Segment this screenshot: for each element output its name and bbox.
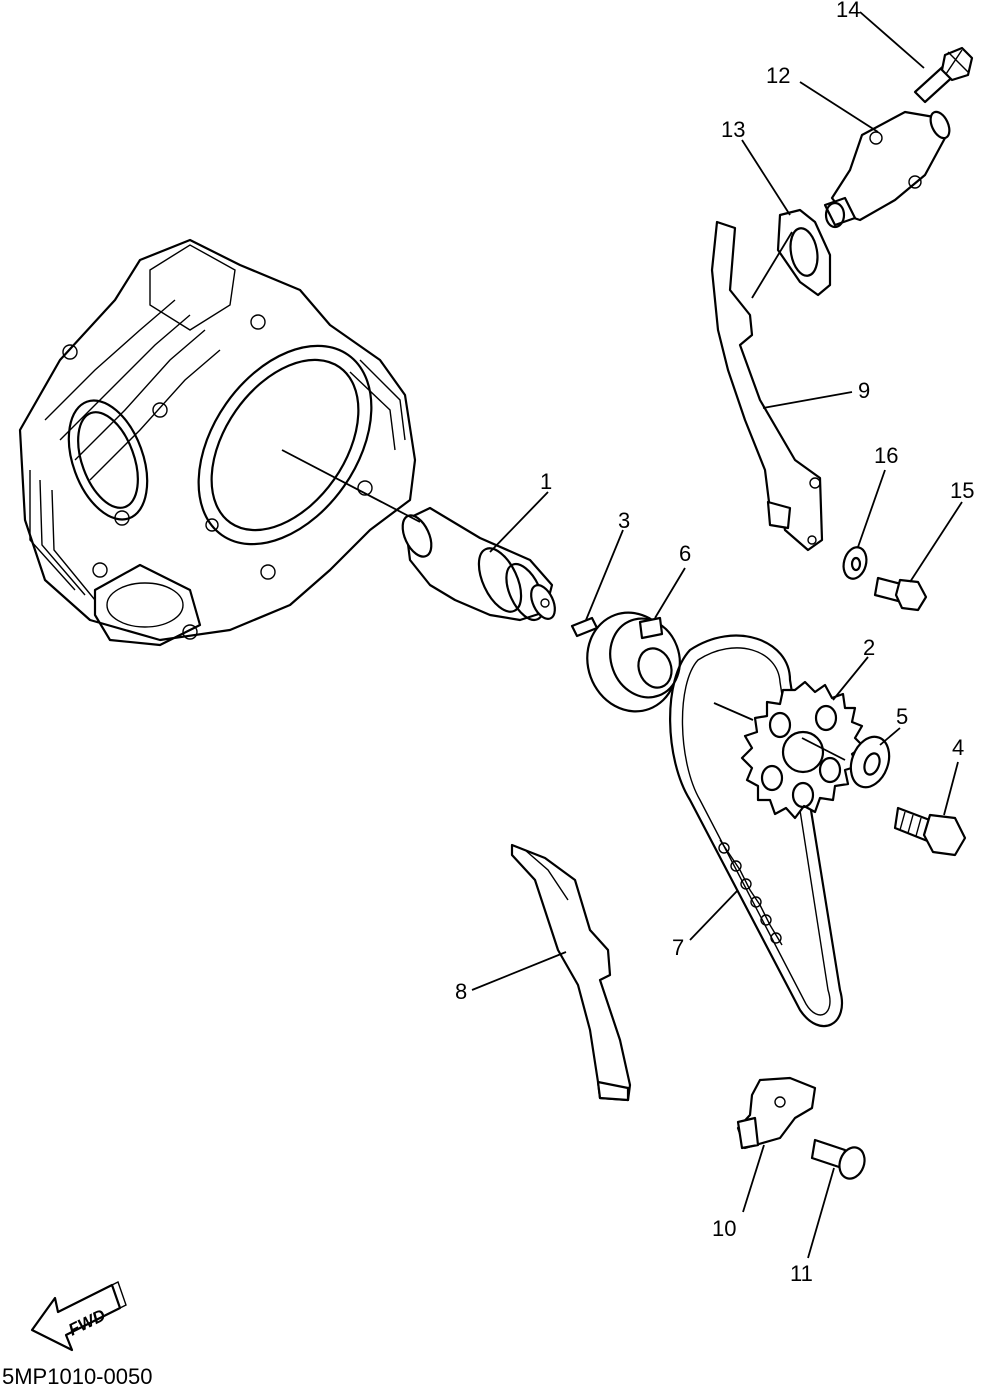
chain-guide-exhaust	[510, 843, 632, 1102]
leader-lines	[281, 11, 963, 1259]
callout-2: 2	[863, 635, 875, 660]
callout-9: 9	[858, 378, 870, 403]
guide-bolt	[873, 576, 928, 612]
washer	[849, 735, 891, 789]
callout-12: 12	[766, 63, 790, 88]
stopper-guide	[736, 1076, 817, 1150]
diagram-code: 5MP1010-0050	[2, 1364, 152, 1387]
tensioner-gasket	[776, 208, 832, 297]
callout-15: 15	[950, 478, 974, 503]
callout-10: 10	[712, 1216, 736, 1241]
callout-6: 6	[679, 541, 691, 566]
sprocket-bolt	[893, 806, 967, 857]
callout-1: 1	[540, 469, 552, 494]
stopper-bolt	[810, 1138, 866, 1180]
guide-washer	[842, 546, 868, 580]
camshaft-sprocket	[740, 680, 865, 820]
callout-3: 3	[618, 508, 630, 533]
callout-4: 4	[952, 735, 964, 760]
fwd-arrow: FWD	[30, 1281, 127, 1352]
camshaft	[401, 506, 556, 622]
callout-7: 7	[672, 935, 684, 960]
callout-8: 8	[455, 979, 467, 1004]
tensioner-bolt	[913, 46, 974, 104]
callout-13: 13	[721, 117, 745, 142]
callout-labels: 1 2 3 4 5 6 7 8 9 10 11 12 13 14 15 16	[455, 0, 974, 1286]
chain-tensioner	[823, 110, 951, 229]
chain-guide-intake	[710, 220, 824, 552]
callout-16: 16	[874, 443, 898, 468]
callout-14: 14	[836, 0, 860, 22]
callout-11: 11	[790, 1261, 813, 1286]
callout-5: 5	[896, 704, 908, 729]
decompression-ring	[586, 611, 681, 713]
cam-chain	[669, 634, 843, 1028]
cylinder-head	[18, 238, 417, 647]
